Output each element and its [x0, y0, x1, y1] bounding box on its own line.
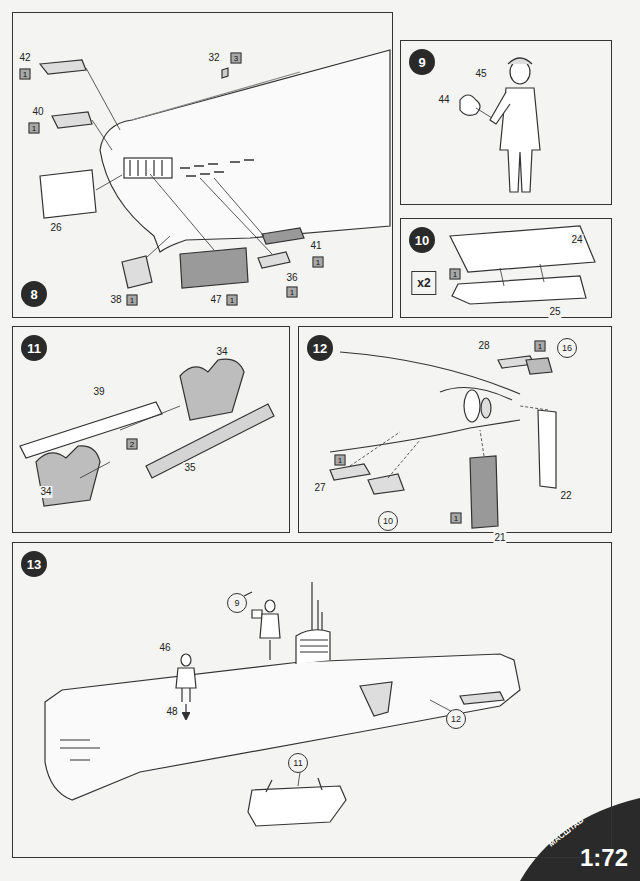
paint-chip: 1	[29, 123, 40, 134]
callout-number: 12	[451, 714, 461, 724]
step-number: 8	[21, 281, 47, 307]
part-number: 28	[477, 340, 490, 352]
part-number: 48	[165, 706, 178, 718]
part-number: 39	[92, 386, 105, 398]
callout-number: 9	[234, 598, 239, 608]
part-number: 34	[39, 486, 52, 498]
paint-chip: 1	[20, 69, 31, 80]
paint-chip: 1	[451, 513, 462, 524]
part-number: 47	[209, 294, 222, 306]
paint-chip: 1	[535, 341, 546, 352]
step-panel: 13 9 12 11	[12, 542, 612, 858]
paint-chip: 1	[450, 269, 461, 280]
part-number: 40	[31, 106, 44, 118]
quantity-box: x2	[411, 271, 436, 295]
step-panel: 11	[12, 326, 290, 533]
step-number: 10	[409, 227, 435, 253]
step-panel: 8	[12, 12, 393, 318]
part-number: 38	[109, 294, 122, 306]
part-number: 42	[18, 52, 31, 64]
paint-chip: 1	[127, 295, 138, 306]
step-number: 11	[21, 335, 47, 361]
step-panel: 9	[400, 40, 612, 205]
step-number: 9	[409, 49, 435, 75]
callout-circle: 11	[288, 753, 308, 773]
paint-chip: 3	[231, 53, 242, 64]
part-number: 22	[559, 490, 572, 502]
callout-circle: 9	[227, 593, 247, 613]
callout-circle: 12	[446, 709, 466, 729]
part-number: 25	[548, 306, 561, 318]
step-number: 13	[21, 551, 47, 577]
part-number: 36	[285, 272, 298, 284]
part-number: 35	[183, 462, 196, 474]
paint-chip: 2	[127, 439, 138, 450]
callout-circle: 16	[557, 338, 577, 358]
part-number: 44	[437, 94, 450, 106]
part-number: 26	[49, 222, 62, 234]
part-number: 45	[474, 68, 487, 80]
paint-chip: 1	[287, 287, 298, 298]
step-panel: 10	[400, 218, 612, 318]
part-number: 27	[313, 482, 326, 494]
scale-label: 1:72	[580, 844, 628, 872]
callout-circle: 10	[378, 511, 398, 531]
step-number: 12	[307, 335, 333, 361]
part-number: 21	[493, 532, 506, 544]
paint-chip: 1	[335, 455, 346, 466]
callout-number: 16	[562, 343, 572, 353]
callout-number: 10	[383, 516, 393, 526]
part-number: 32	[207, 52, 220, 64]
part-number: 41	[309, 240, 322, 252]
part-number: 34	[215, 346, 228, 358]
part-number: 46	[158, 642, 171, 654]
paint-chip: 1	[313, 257, 324, 268]
callout-number: 11	[293, 758, 302, 768]
part-number: 24	[570, 234, 583, 246]
paint-chip: 1	[227, 295, 238, 306]
